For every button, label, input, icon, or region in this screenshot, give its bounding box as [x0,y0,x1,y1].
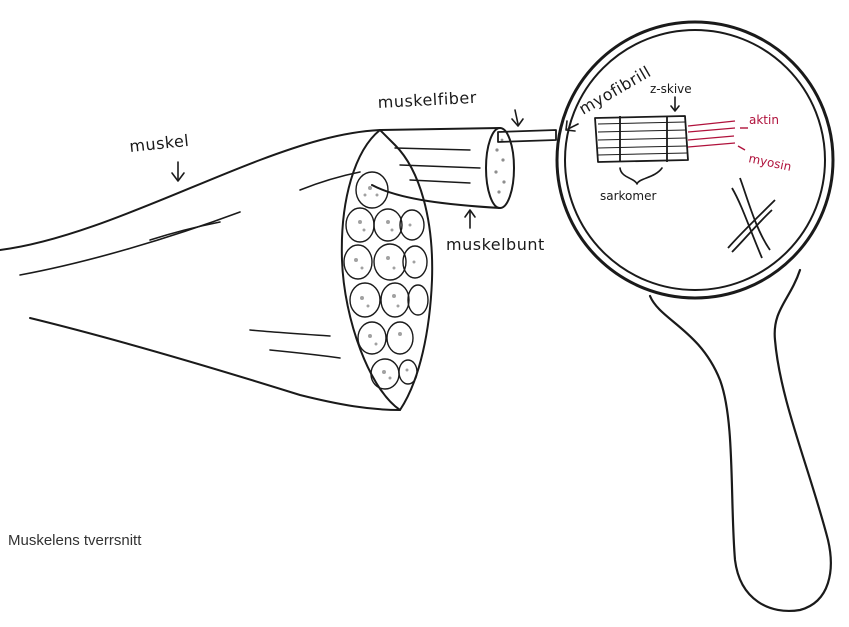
label-myosin: myosin [747,151,792,174]
muscle-fiber-rod [498,130,556,142]
label-myofibril: myofibrill [576,62,655,118]
label-sarcomere: sarkomer [600,189,656,203]
figure-caption: Muskelens tverrsnitt [8,532,141,549]
label-actin: aktin [749,113,779,127]
label-muscle: muskel [128,131,190,156]
label-z-disc: z-skive [650,82,692,96]
myofibril-detail [595,97,775,258]
label-fascicle: muskelbunt [446,235,545,254]
muscle-body [0,130,400,410]
label-muscle-fiber: muskelfiber [377,88,477,112]
muscle-fascicle [372,128,514,208]
muscle-cross-section [342,130,432,410]
